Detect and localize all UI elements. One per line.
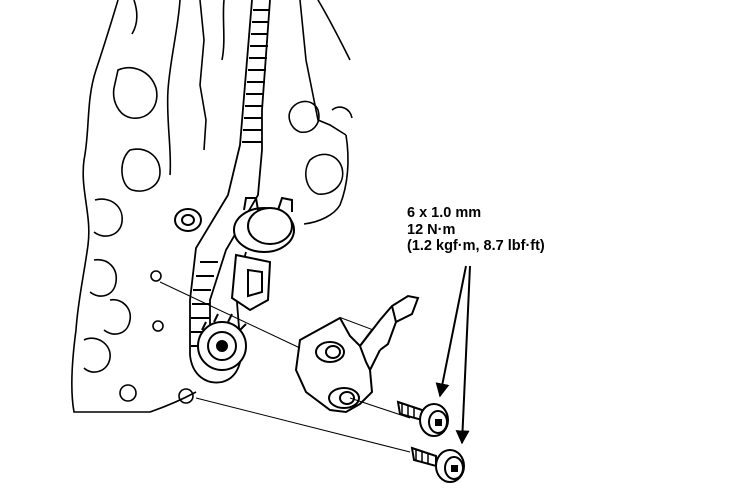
auto-tensioner xyxy=(294,294,420,414)
torque-alt-label: (1.2 kgf·m, 8.7 lbf·ft) xyxy=(407,238,545,254)
bolt-upper xyxy=(396,400,449,437)
crankshaft-pulley xyxy=(197,313,247,371)
bolt-size-label: 6 x 1.0 mm xyxy=(407,205,482,221)
torque-nm-label: 12 N·m xyxy=(407,221,456,238)
tensioner-pulley xyxy=(174,196,295,253)
tensioner-arm xyxy=(230,253,272,312)
callout-arrows xyxy=(435,265,471,445)
torque-spec-callout: 6 x 1.0 mm 12 N·m (1.2 kgf·m, 8.7 lbf·ft… xyxy=(407,205,545,255)
belt-teeth xyxy=(191,9,270,347)
bolt-lower xyxy=(410,446,465,483)
engine-block xyxy=(71,0,353,413)
